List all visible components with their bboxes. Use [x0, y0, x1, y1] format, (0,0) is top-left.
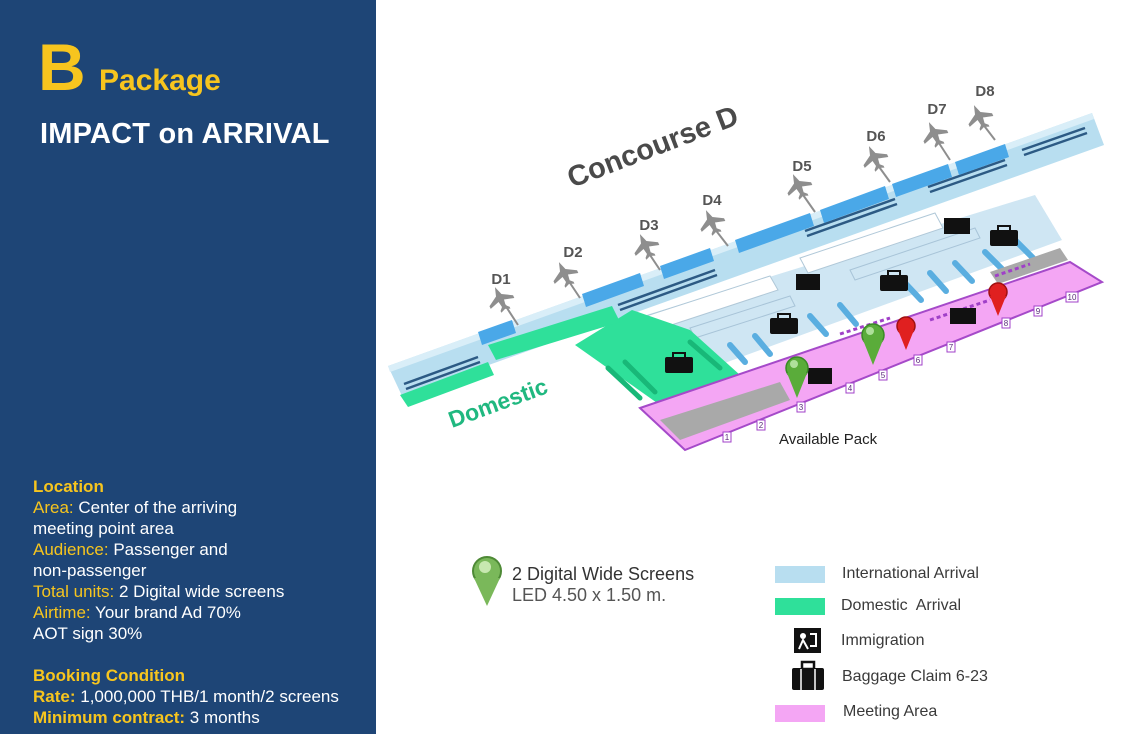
- zone-number-7: 7: [949, 343, 954, 352]
- zone-number-6: 6: [916, 356, 921, 365]
- gate-label-d7: D7: [927, 101, 946, 118]
- plane-icon-d4: [694, 204, 729, 240]
- package-subtitle: IMPACT on ARRIVAL: [40, 118, 330, 150]
- plane-icon-d7: [917, 116, 952, 152]
- zone-number-9: 9: [1036, 307, 1041, 316]
- min-contract-value: 3 months: [185, 708, 260, 727]
- units-label: Total units:: [33, 582, 115, 601]
- units-line: Total units: 2 Digital wide screens: [33, 581, 368, 602]
- legend-immigration: Immigration: [841, 632, 925, 649]
- international-hall: [630, 195, 1062, 372]
- rate-label: Rate:: [33, 687, 76, 706]
- zone-number-8: 8: [1004, 319, 1009, 328]
- plane-icon-d2: [547, 256, 582, 292]
- zone-number-5: 5: [881, 371, 886, 380]
- domestic-hall: [575, 310, 740, 405]
- package-word: Package: [99, 64, 221, 97]
- booking-heading: Booking Condition: [33, 666, 186, 685]
- rate-value: 1,000,000 THB/1 month/2 screens: [75, 687, 339, 706]
- zone-number-2: 2: [759, 421, 764, 430]
- airtime-line-2: AOT sign 30%: [33, 624, 143, 643]
- gate-label-d4: D4: [702, 192, 722, 209]
- gate-label-d6: D6: [866, 128, 885, 145]
- area-line-2: meeting point area: [33, 519, 174, 538]
- screen-pin-icon: [472, 556, 502, 606]
- baggage-icon: [792, 660, 824, 690]
- swatch-domestic: [775, 598, 825, 615]
- area-line: Area: Center of the arriving: [33, 497, 368, 518]
- airtime-line: Airtime: Your brand Ad 70%: [33, 602, 368, 623]
- zone-number-10: 10: [1068, 293, 1077, 302]
- audience-label: Audience:: [33, 540, 109, 559]
- screens-size: LED 4.50 x 1.50 m.: [512, 585, 667, 605]
- gate-label-d8: D8: [975, 83, 994, 100]
- gate-label-d3: D3: [639, 217, 658, 234]
- zone-number-1: 1: [725, 433, 730, 442]
- gate-label-d1: D1: [491, 271, 510, 288]
- legend-domestic: Domestic Arrival: [841, 597, 962, 614]
- audience-line-2: non-passenger: [33, 561, 147, 580]
- swatch-international: [775, 566, 825, 583]
- immigration-icon: [794, 628, 821, 653]
- available-pack-label: Available Pack: [779, 431, 878, 448]
- concourse-label: Concourse D: [563, 100, 743, 195]
- plane-icon-d6: [857, 140, 892, 176]
- map-pin-red-2: [988, 282, 1008, 316]
- package-letter: B: [38, 30, 86, 104]
- location-heading: Location: [33, 477, 104, 496]
- package-details: Location Area: Center of the arriving me…: [33, 476, 368, 728]
- legend-meeting: Meeting Area: [843, 703, 938, 720]
- airtime-value: Your brand Ad 70%: [90, 603, 241, 622]
- swatch-meeting: [775, 705, 825, 722]
- screens-title: 2 Digital Wide Screens: [512, 564, 695, 584]
- area-label: Area:: [33, 498, 74, 517]
- map-pin-red-1: [896, 316, 916, 350]
- min-contract-label: Minimum contract:: [33, 708, 186, 727]
- zone-number-3: 3: [799, 403, 804, 412]
- airtime-label: Airtime:: [33, 603, 91, 622]
- legend-international: International Arrival: [842, 565, 979, 582]
- rate-line: Rate: 1,000,000 THB/1 month/2 screens: [33, 686, 368, 707]
- map-pin-green-1: [785, 356, 809, 398]
- audience-value: Passenger and: [108, 540, 228, 559]
- map-pin-green-2: [861, 323, 885, 365]
- area-value: Center of the arriving: [73, 498, 238, 517]
- info-sidebar: B Package IMPACT on ARRIVAL Location Are…: [0, 0, 376, 734]
- units-value: 2 Digital wide screens: [114, 582, 285, 601]
- legend-baggage: Baggage Claim 6-23: [842, 668, 988, 685]
- gate-label-d2: D2: [563, 244, 582, 261]
- audience-line: Audience: Passenger and: [33, 539, 368, 560]
- gate-label-d5: D5: [792, 158, 811, 175]
- plane-icon-d8: [962, 99, 997, 135]
- zone-number-4: 4: [848, 384, 853, 393]
- min-contract-line: Minimum contract: 3 months: [33, 707, 368, 728]
